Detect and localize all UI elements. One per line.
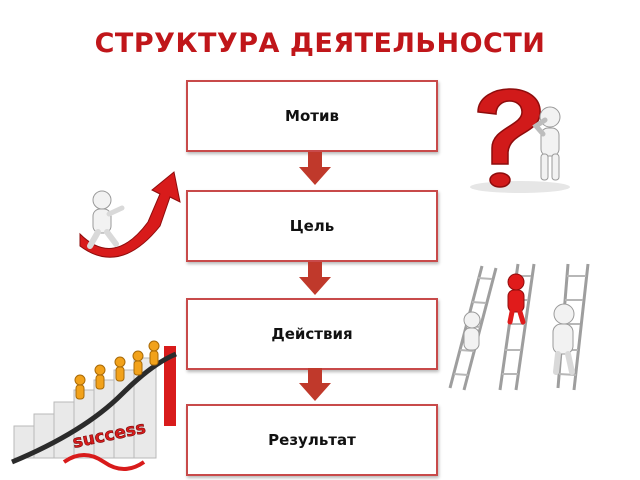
step-label-actions: Действия [271,325,353,343]
step-label-motive: Мотив [285,107,339,125]
step-label-result: Результат [268,431,356,449]
ladders-climb-icon [448,263,590,391]
down-arrow-icon [299,368,331,401]
down-arrow-icon [299,262,331,295]
step-label-goal: Цель [289,217,335,235]
growth-arrow-figure-icon [79,171,181,258]
step-box-motive: Мотив [186,80,438,152]
step-box-actions: Действия [186,298,438,370]
success-stairs-icon: success [11,340,177,471]
page-title: СТРУКТУРА ДЕЯТЕЛЬНОСТИ [94,28,546,59]
step-box-goal: Цель [186,190,438,262]
step-box-result: Результат [186,404,438,476]
question-mark-figure-icon [470,88,570,193]
down-arrow-icon [299,152,331,185]
